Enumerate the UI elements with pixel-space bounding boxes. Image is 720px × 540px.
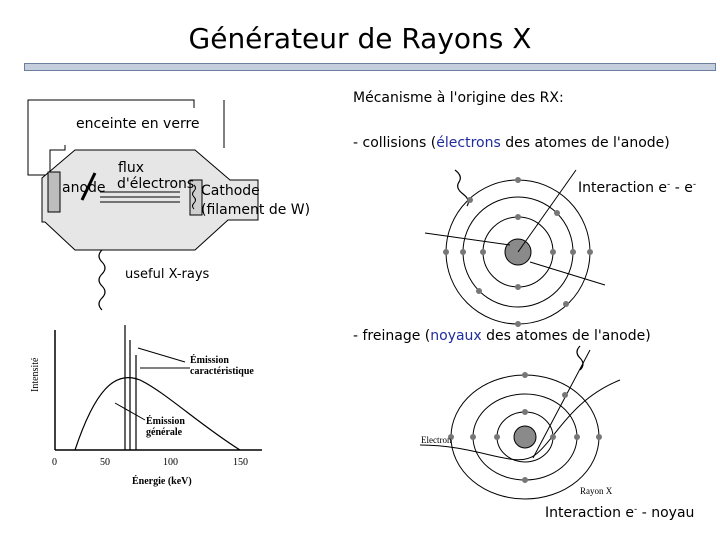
x-ray-wave-icon xyxy=(98,249,106,311)
electron-flux-label-line1: flux xyxy=(118,160,144,176)
deflected-electron-path xyxy=(419,379,621,461)
cathode-label-line1: Cathode xyxy=(201,183,260,199)
bremsstrahlung-wave-icon xyxy=(576,345,584,371)
ejected-electron-path xyxy=(517,169,577,253)
electron-flux-label-line2: d'électrons xyxy=(117,176,195,192)
page-title: Générateur de Rayons X xyxy=(188,22,532,55)
x-ray-label: Rayon X xyxy=(580,486,613,496)
collisions-line: - collisions (électrons des atomes de l'… xyxy=(353,135,670,151)
spectrum-x-label: Énergie (keV) xyxy=(132,476,192,487)
title-underline-bar xyxy=(24,63,716,71)
cathode-label-line2: (filament de W) xyxy=(201,202,311,218)
incident-electron-path xyxy=(424,232,511,246)
x-ray-tube xyxy=(27,99,259,251)
braking-line: - freinage (noyaux des atomes de l'anode… xyxy=(353,328,651,344)
cathode-wire xyxy=(27,99,195,176)
char-pointer xyxy=(137,347,186,363)
anode-label: anode xyxy=(62,180,106,196)
anode-target xyxy=(80,172,97,201)
photon-wave-icon xyxy=(454,169,469,207)
anode-block xyxy=(47,171,61,213)
nucleus-2 xyxy=(513,425,537,449)
electron-label: Electron xyxy=(421,435,452,445)
useful-x-rays-label: useful X-rays xyxy=(125,267,210,282)
emission-spectrum xyxy=(54,325,262,451)
atom1-electrons xyxy=(443,177,593,327)
tick-100: 100 xyxy=(163,457,178,468)
glass-envelope xyxy=(41,149,259,251)
atom2-electrons xyxy=(448,372,602,483)
emitted-ray-path xyxy=(532,349,591,459)
general-emission-label: Émission générale xyxy=(146,416,185,438)
glass-enclosure-label: enceinte en verre xyxy=(76,116,200,132)
tick-0: 0 xyxy=(52,457,57,468)
scattered-electron-path xyxy=(529,261,606,286)
interaction-electron-nucleus-label: Interaction e- - noyau xyxy=(545,504,695,521)
spectrum-y-label: Intensité xyxy=(30,357,41,392)
interaction-electron-electron-label: Interaction e- - e- xyxy=(578,179,697,196)
filament-coil xyxy=(192,184,196,210)
characteristic-emission-label: Émission caractéristique xyxy=(190,355,254,377)
tick-150: 150 xyxy=(233,457,248,468)
atom-braking-diagram xyxy=(419,345,621,500)
gen-pointer xyxy=(114,402,146,421)
tick-50: 50 xyxy=(100,457,110,468)
bremsstrahlung-curve xyxy=(74,376,241,451)
mechanism-heading: Mécanisme à l'origine des RX: xyxy=(353,90,564,106)
